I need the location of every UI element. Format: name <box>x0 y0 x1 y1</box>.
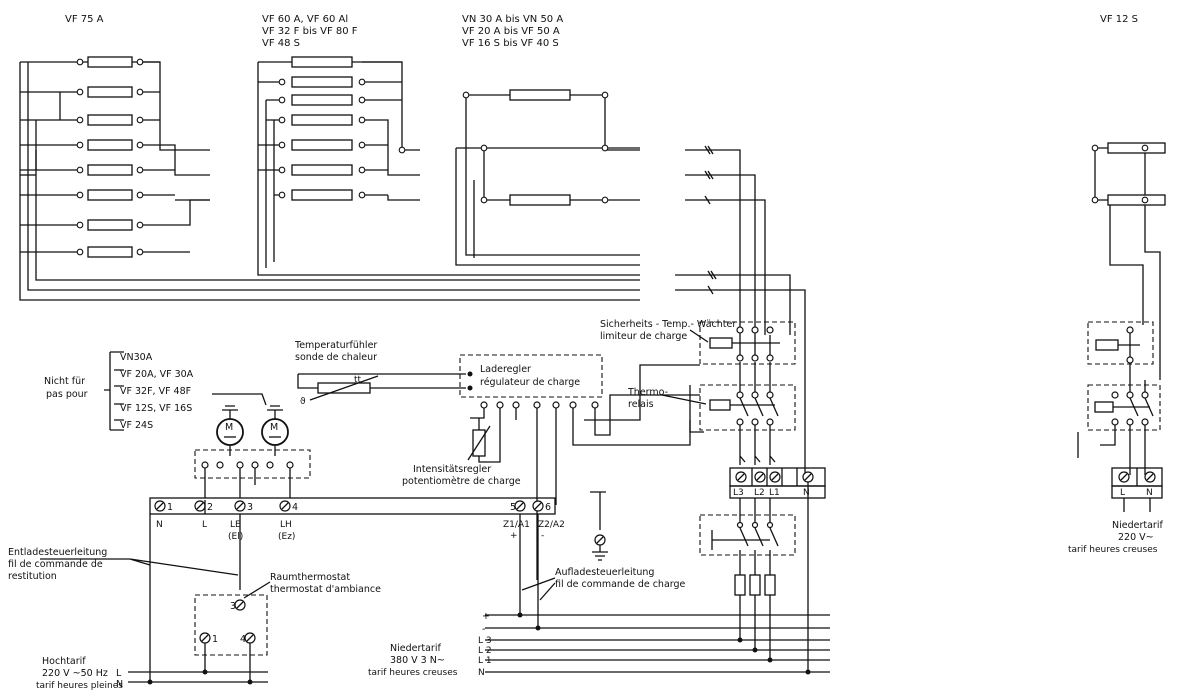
niedertarif-380-3: tarif heures creuses <box>368 668 458 678</box>
room-term-3: 3 <box>230 601 236 612</box>
safety-limiter <box>699 321 796 365</box>
safety-label-1: Sicherheits - Temp.- Wächter <box>600 319 736 330</box>
heater-group-vf75a <box>19 56 640 301</box>
terminal-strip: 1 2 3 4 5 6 N L LE (El) LH (Ez) Z1/A1 Z2… <box>149 497 565 680</box>
block-label-l1: L1 <box>769 488 780 498</box>
raumthermostat-label-2: thermostat d'ambiance <box>270 584 381 595</box>
raumthermostat-label-1: Raumthermostat <box>270 572 350 583</box>
term-l: L <box>202 520 207 530</box>
heading-vf60-line1: VF 60 A, VF 60 Al <box>262 14 348 25</box>
heading-vn30-line2: VF 20 A bis VF 50 A <box>462 26 560 37</box>
heater-group-vf60a <box>257 56 640 276</box>
bus-label-l3: L 3 <box>478 636 492 646</box>
term-2: 2 <box>207 502 213 513</box>
terminal-block-l3l2l1n: L3 L2 L1 N <box>729 425 826 499</box>
heater-group-vn30a <box>455 89 640 266</box>
laderegler-label-2: régulateur de charge <box>480 377 580 388</box>
temp-sensor-label-1: Temperaturfühler <box>294 340 377 351</box>
term-n: N <box>156 520 163 530</box>
term-6: 6 <box>545 502 551 513</box>
intensity-label-2: potentiomètre de charge <box>402 476 521 487</box>
left-bus-l: L <box>116 668 122 679</box>
term-le: LE <box>230 520 241 530</box>
motor-right: M <box>261 405 289 446</box>
term-z2: Z2/A2 <box>538 520 565 530</box>
heading-vf60-line2: VF 32 F bis VF 80 F <box>262 26 358 37</box>
bus-label-n: N <box>478 668 485 678</box>
aufladung-label-2: fil de commande de charge <box>555 579 686 590</box>
block-label-l2: L2 <box>754 488 765 498</box>
svg-text:ϑ: ϑ <box>300 397 306 407</box>
model-vf32f: VF 32F, VF 48F <box>120 386 191 397</box>
hochtarif-1: Hochtarif <box>42 656 86 667</box>
model-vf24s: VF 24S <box>120 420 153 431</box>
entlade-label-2: fil de commande de <box>8 559 103 570</box>
nicht-fuer-label: Nicht für <box>44 376 85 387</box>
block-label-l3: L3 <box>733 488 744 498</box>
term-lh: LH <box>280 520 292 530</box>
thermo-relay <box>689 362 796 433</box>
room-term-4: 4 <box>240 634 246 645</box>
thermorelais-label-1: Thermo- <box>627 387 668 398</box>
block-label-n: N <box>803 488 810 498</box>
vf12s-tarif-1: Niedertarif <box>1112 520 1163 531</box>
term-3: 3 <box>247 502 253 513</box>
hochtarif-2: 220 V ~50 Hz <box>42 668 108 679</box>
heading-vn30-line3: VF 16 S bis VF 40 S <box>462 38 559 49</box>
thermorelais-label-2: relais <box>628 399 654 410</box>
niedertarif-380-2: 380 V 3 N~ <box>390 655 445 666</box>
entlade-label-3: restitution <box>8 571 57 582</box>
contactor <box>699 482 809 672</box>
room-term-1: 1 <box>212 634 218 645</box>
safety-label-2: limiteur de charge <box>600 331 687 342</box>
term-z1: Z1/A1 <box>503 520 530 530</box>
model-vn30a: VN30A <box>120 352 153 363</box>
svg-text:tt: tt <box>354 375 362 385</box>
heater-group-vf12s: L N <box>1077 142 1166 512</box>
potentiometer <box>467 418 501 463</box>
bus-label-l2: L 2 <box>478 646 492 656</box>
niedertarif-380-1: Niedertarif <box>390 643 441 654</box>
bus-label-l1: L 1 <box>478 656 492 666</box>
term-plus: + <box>510 531 518 541</box>
pas-pour-label: pas pour <box>46 389 88 400</box>
vf12s-tarif-2: 220 V~ <box>1118 532 1154 543</box>
left-bus: L N <box>116 668 268 690</box>
left-bus-n: N <box>116 679 123 690</box>
svg-text:M: M <box>270 422 278 433</box>
heading-vn30-line1: VN 30 A bis VN 50 A <box>462 14 563 25</box>
term-ez: (Ez) <box>278 532 295 542</box>
svg-text:M: M <box>225 422 233 433</box>
vf12s-block-n: N <box>1146 488 1153 498</box>
aufladung-label-1: Aufladesteuerleitung <box>555 567 654 578</box>
term-5: 5 <box>510 502 516 513</box>
laderegler-box <box>459 354 700 580</box>
vf12s-tarif-3: tarif heures creuses <box>1068 545 1158 555</box>
vf12s-block-l: L <box>1120 488 1125 498</box>
supply-bus: + - L 3 L 2 L 1 N <box>478 611 830 678</box>
term-1: 1 <box>167 502 173 513</box>
motor-left: M <box>216 405 244 446</box>
heading-vf60-line3: VF 48 S <box>262 38 300 49</box>
model-vf12s: VF 12S, VF 16S <box>120 403 192 414</box>
room-thermostat: 3 1 4 <box>194 594 268 682</box>
hochtarif-3: tarif heures pleines <box>36 681 123 691</box>
term-4: 4 <box>292 502 298 513</box>
laderegler-label-1: Laderegler <box>480 364 531 375</box>
term-minus: - <box>541 531 544 541</box>
heading-vf75a: VF 75 A <box>65 14 104 25</box>
intensity-label-1: Intensitätsregler <box>413 464 491 475</box>
heading-vf12s: VF 12 S <box>1100 14 1138 25</box>
term-el: (El) <box>228 532 243 542</box>
bus-label-plus: + <box>482 611 490 622</box>
temp-sensor-label-2: sonde de chaleur <box>295 352 377 363</box>
model-vf20a: VF 20A, VF 30A <box>120 369 194 380</box>
entlade-label-1: Entladesteuerleitung <box>8 547 107 558</box>
ground-symbol <box>590 491 608 561</box>
feed-lines <box>675 145 806 480</box>
temperature-sensor: tt ϑ <box>297 373 466 407</box>
bus-label-minus: - <box>482 624 485 635</box>
